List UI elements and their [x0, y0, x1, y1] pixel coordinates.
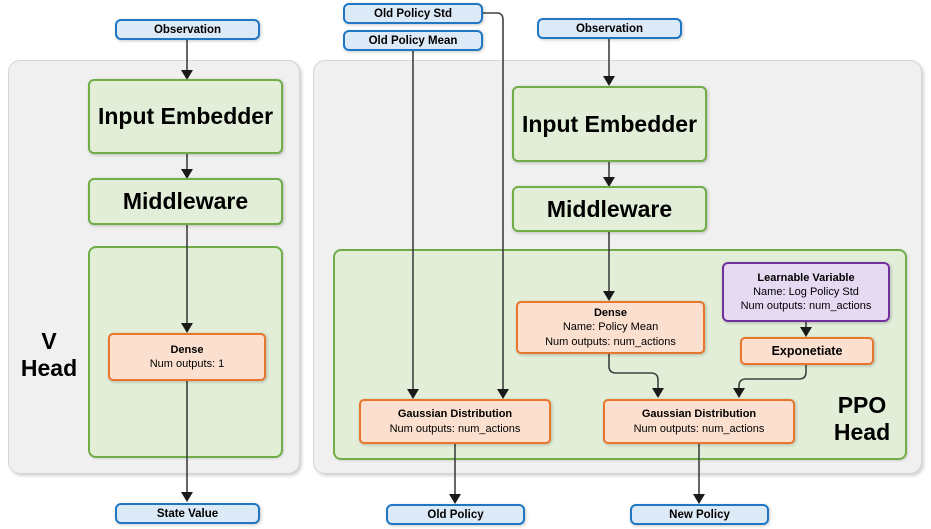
input-observation-v-label: Observation [153, 23, 222, 36]
block-input-embedder-ppo-label: Input Embedder [521, 110, 698, 137]
block-middleware-v-label: Middleware [122, 188, 249, 214]
input-observation-ppo-label: Observation [575, 22, 644, 35]
block-input-embedder-ppo[interactable]: Input Embedder [512, 86, 707, 162]
block-learnable-variable[interactable]: Learnable Variable Name: Log Policy Std … [722, 262, 890, 322]
block-exponentiate-label: Exponetiate [771, 344, 843, 358]
block-gaussian-new-line1: Gaussian Distribution [641, 408, 757, 421]
input-old-policy-mean[interactable]: Old Policy Mean [343, 30, 483, 51]
block-dense-policy-mean-line1: Dense [593, 307, 628, 320]
block-learnable-variable-line1: Learnable Variable [757, 271, 855, 284]
block-dense-policy-mean[interactable]: Dense Name: Policy Mean Num outputs: num… [516, 301, 705, 354]
ppo-head-label-line1: PPO [837, 391, 887, 418]
block-middleware-ppo-label: Middleware [546, 195, 673, 222]
output-state-value[interactable]: State Value [115, 503, 260, 524]
input-old-policy-std[interactable]: Old Policy Std [343, 3, 483, 24]
input-observation-ppo[interactable]: Observation [537, 18, 682, 39]
output-old-policy[interactable]: Old Policy [386, 504, 525, 525]
block-dense-v-line2: Num outputs: 1 [149, 358, 225, 370]
block-middleware-v[interactable]: Middleware [88, 178, 283, 225]
output-state-value-label: State Value [156, 507, 219, 520]
output-old-policy-label: Old Policy [427, 508, 484, 521]
arrowhead [449, 494, 461, 504]
v-head-label-line2: Head [20, 355, 78, 381]
output-new-policy-label: New Policy [669, 508, 730, 521]
input-old-policy-std-label: Old Policy Std [374, 7, 452, 20]
block-gaussian-new-line2: Num outputs: num_actions [633, 422, 765, 435]
block-dense-policy-mean-line2: Name: Policy Mean [562, 321, 659, 334]
block-gaussian-old-line2: Num outputs: num_actions [389, 422, 521, 435]
block-gaussian-old-line1: Gaussian Distribution [397, 408, 513, 421]
arrowhead [693, 494, 705, 504]
ppo-head-label-line2: Head [833, 419, 891, 445]
block-gaussian-distribution-old[interactable]: Gaussian Distribution Num outputs: num_a… [359, 399, 551, 444]
block-gaussian-distribution-new[interactable]: Gaussian Distribution Num outputs: num_a… [603, 399, 795, 444]
input-observation-v[interactable]: Observation [115, 19, 260, 40]
output-new-policy[interactable]: New Policy [630, 504, 769, 525]
block-input-embedder-v[interactable]: Input Embedder [88, 79, 283, 154]
v-head-label: V Head [12, 325, 86, 385]
block-dense-v-line1: Dense [170, 343, 204, 356]
block-dense-policy-mean-line3: Num outputs: num_actions [545, 335, 676, 348]
block-learnable-variable-line2: Name: Log Policy Std [753, 285, 859, 298]
block-middleware-ppo[interactable]: Middleware [512, 186, 707, 232]
v-head-label-line1: V [41, 327, 57, 354]
block-exponentiate[interactable]: Exponetiate [740, 337, 874, 365]
arrowhead [181, 492, 193, 502]
block-learnable-variable-line3: Num outputs: num_actions [740, 300, 872, 313]
ppo-head-label: PPO Head [820, 388, 904, 450]
block-input-embedder-v-label: Input Embedder [97, 103, 274, 129]
block-dense-v[interactable]: Dense Num outputs: 1 [108, 333, 266, 381]
input-old-policy-mean-label: Old Policy Mean [368, 34, 458, 47]
